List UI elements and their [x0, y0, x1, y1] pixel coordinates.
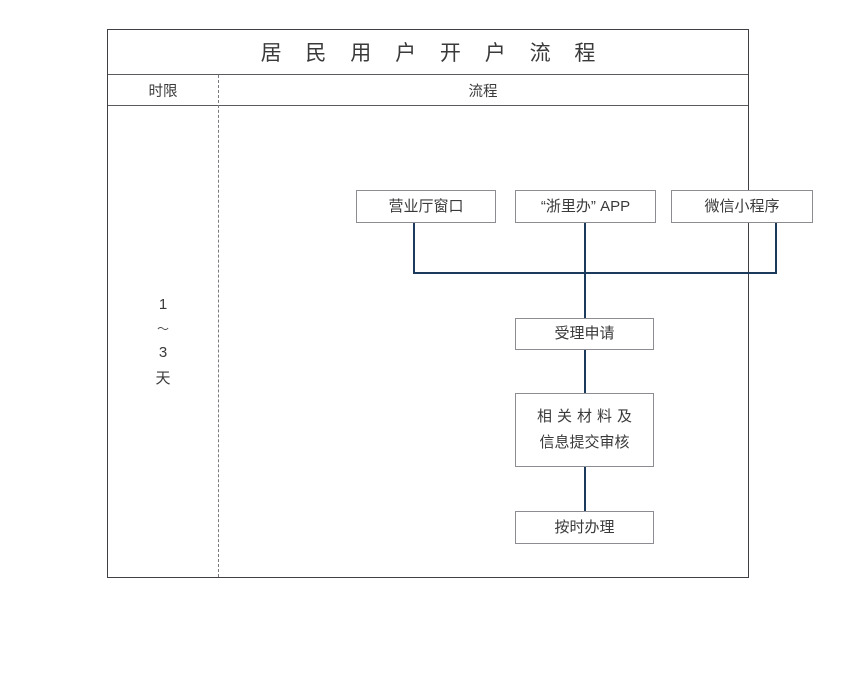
table-title-row: 居 民 用 户 开 户 流 程 [108, 30, 748, 75]
flow-node-business-hall[interactable]: 营业厅窗口 [356, 190, 496, 223]
column-header-time: 时限 [148, 83, 178, 100]
flow-node-label: “浙里办” APP [540, 197, 631, 215]
flow-node-label-line1: 相关材料及 [536, 408, 637, 425]
process-flow-table: 居 民 用 户 开 户 流 程 时限 流程 1 〜 3 天 营业厅窗口 “浙里办… [107, 29, 813, 578]
flow-node-label: 按时办理 [554, 518, 615, 536]
flow-node-wechat-miniprogram[interactable]: 微信小程序 [671, 190, 813, 223]
connector-to-process [584, 467, 586, 511]
connector-merge-bar [413, 272, 777, 274]
flow-node-label: 受理申请 [554, 325, 615, 342]
connector-to-materials [584, 350, 586, 393]
flow-node-label-line2: 信息提交审核 [539, 434, 630, 451]
flow-node-label: 营业厅窗口 [388, 197, 464, 215]
column-header-flow: 流程 [468, 83, 498, 100]
table-header-row: 时限 流程 [108, 75, 748, 106]
flow-node-accept-application[interactable]: 受理申请 [515, 318, 654, 350]
time-line-1: 1 [158, 295, 168, 313]
connector-wechat-drop [775, 223, 777, 273]
time-limit-cell: 1 〜 3 天 [108, 106, 218, 577]
flow-node-zhelibanapp[interactable]: “浙里办” APP [515, 190, 656, 223]
time-line-3: 3 [158, 343, 168, 361]
flow-diagram-area: 营业厅窗口 “浙里办” APP 微信小程序 受理申请 相关材料及 信息提交审核 … [218, 106, 813, 577]
time-line-unit: 天 [155, 369, 171, 387]
flow-node-submit-materials[interactable]: 相关材料及 信息提交审核 [515, 393, 654, 467]
flow-node-label: 微信小程序 [704, 197, 780, 215]
column-divider [218, 75, 219, 577]
connector-hall-drop [413, 223, 415, 273]
time-line-range-mark: 〜 [156, 321, 169, 336]
connector-zlb-drop [584, 223, 586, 273]
connector-to-accept [584, 272, 586, 318]
page-title: 居 民 用 户 开 户 流 程 [260, 42, 605, 65]
flow-node-timely-handling[interactable]: 按时办理 [515, 511, 654, 544]
